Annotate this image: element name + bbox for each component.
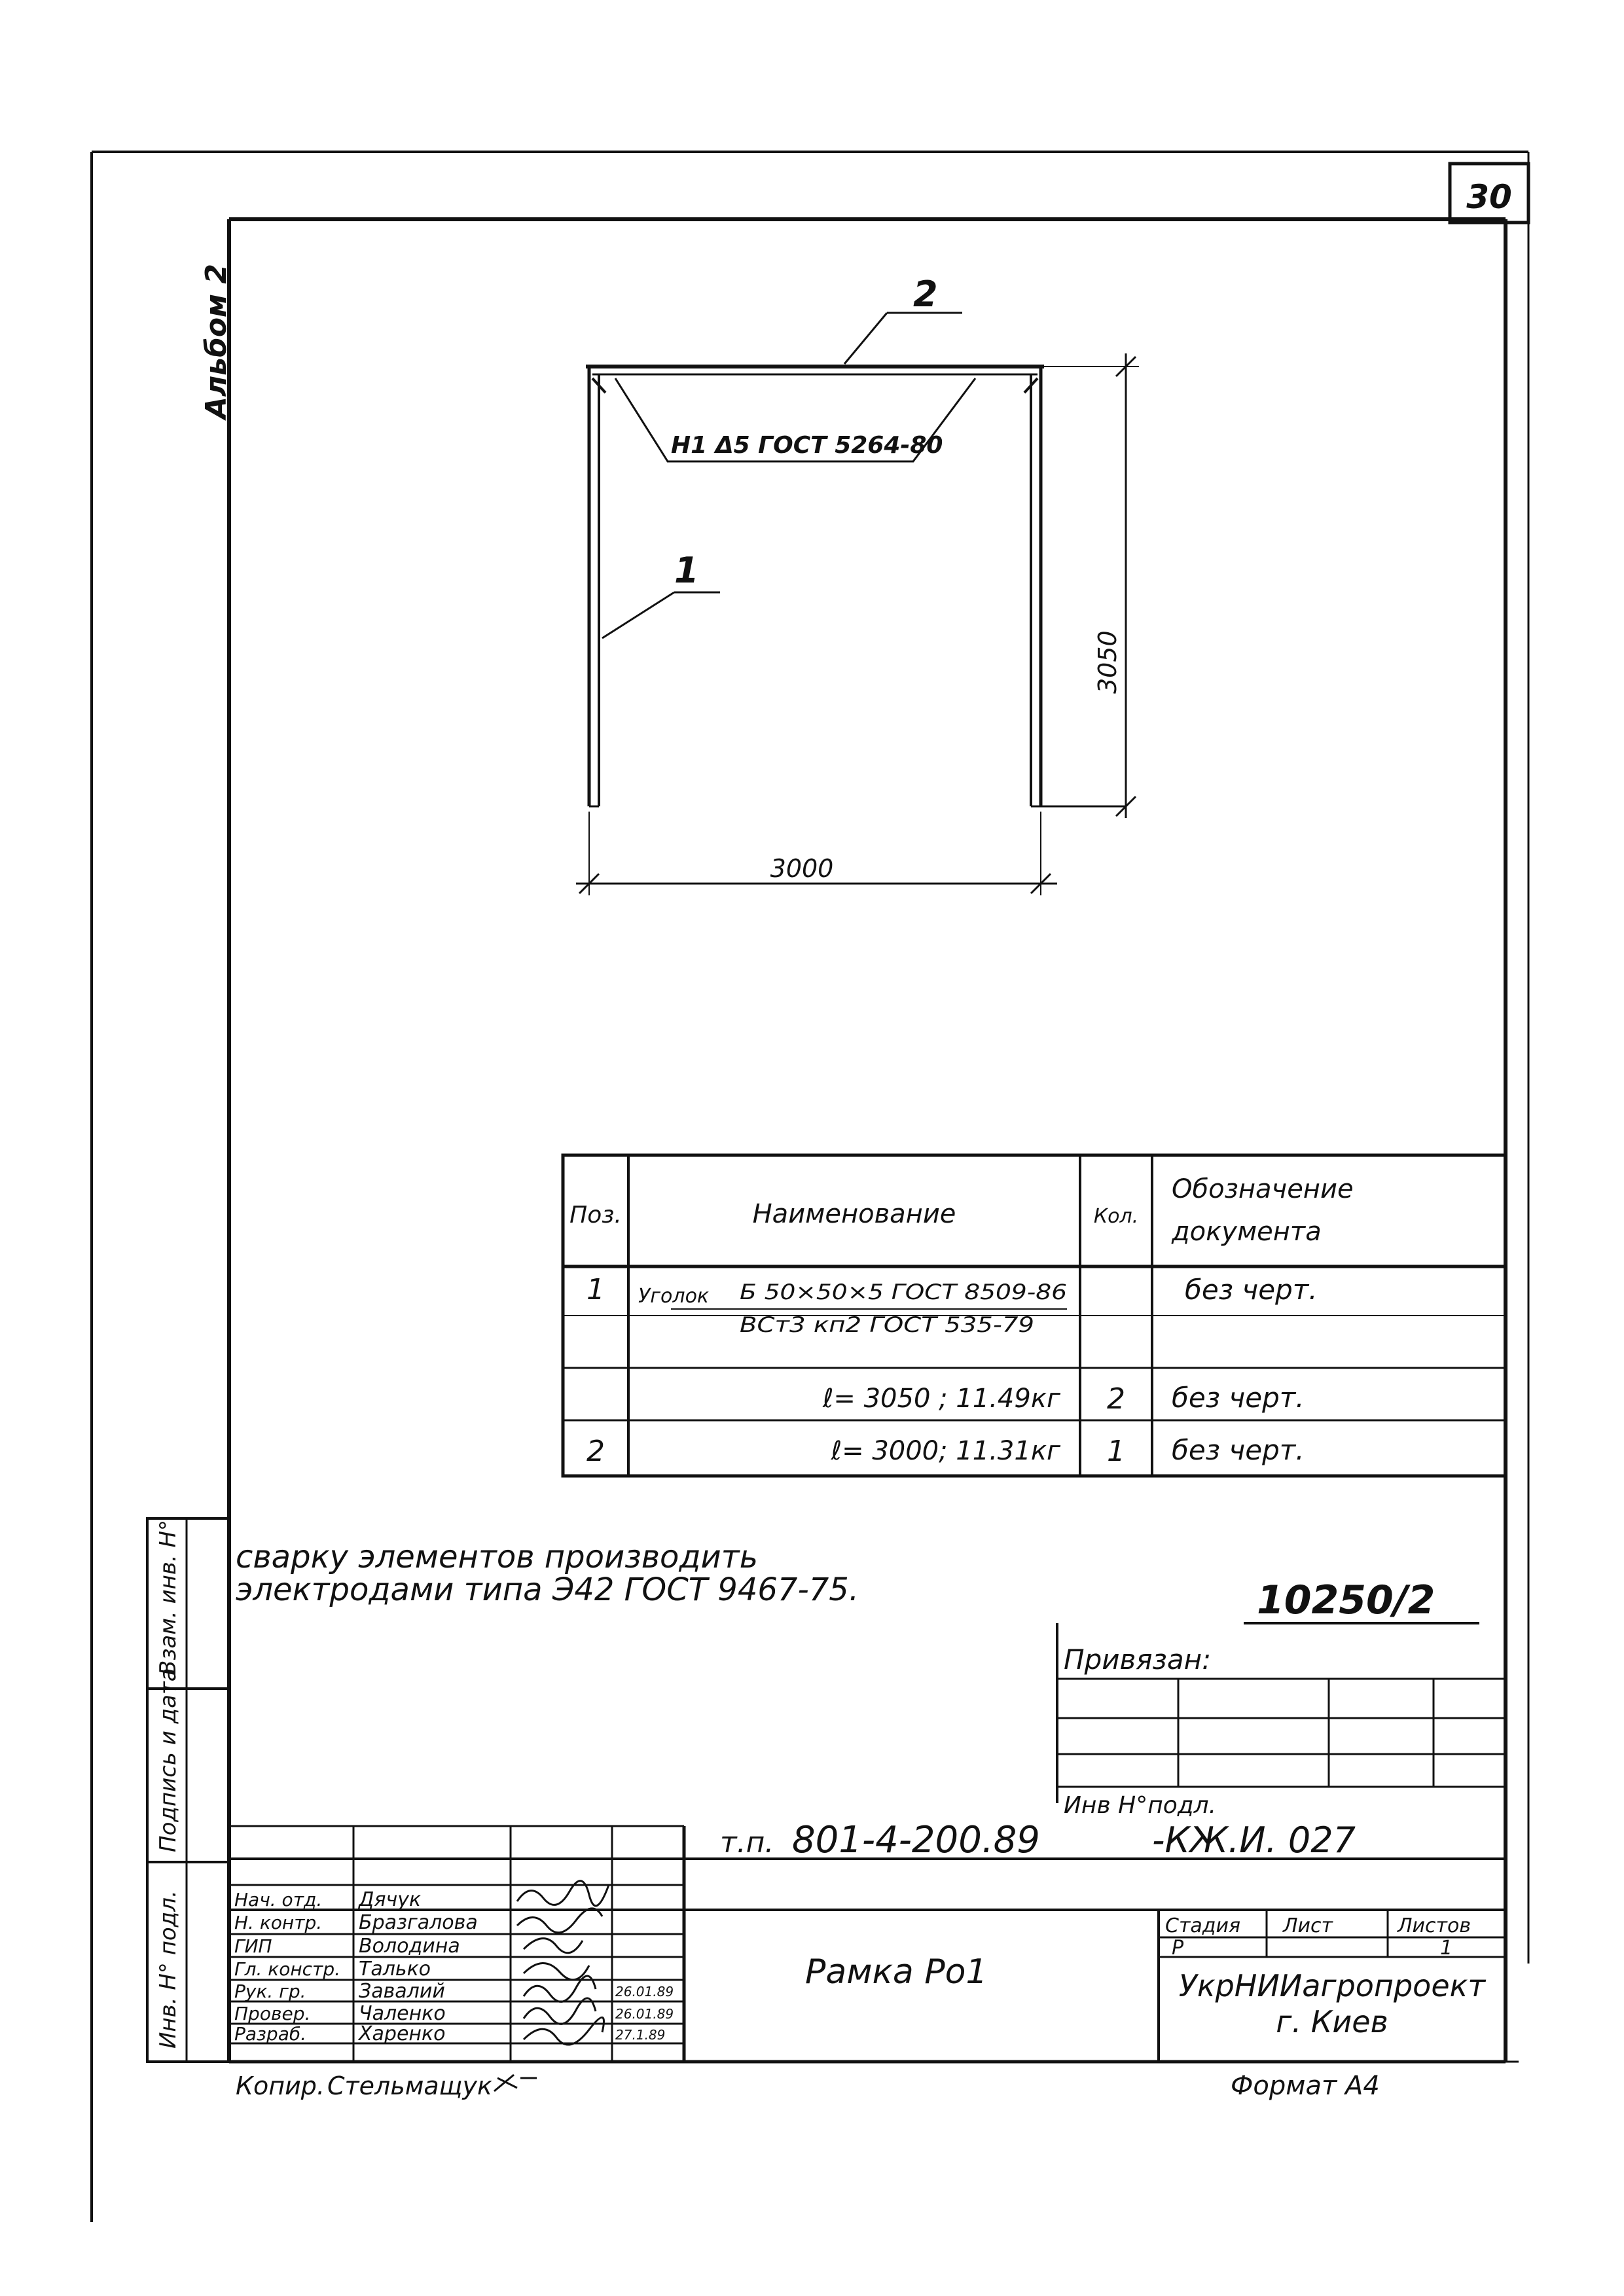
privyazan-block (1056, 1623, 1506, 1803)
side-podpis: Подпись и дата (155, 1668, 181, 1852)
designation-suffix: -КЖ.И. 027 (1152, 1820, 1356, 1861)
date-5: 26.01.89 (615, 1984, 674, 2000)
stage-label: Стадия (1165, 1914, 1240, 1937)
organization-line-1: УкрНИИагропроект (1179, 1968, 1487, 2003)
side-stamp (146, 1517, 230, 2063)
role-7: Разраб. (234, 2023, 306, 2045)
designation-prefix: т.п. (720, 1826, 774, 1859)
spec-row-4-name: ℓ= 3000; 11.31кг (831, 1436, 1061, 1466)
name-4: Талько (359, 1958, 431, 1981)
spec-row-4-doc: без черт. (1172, 1434, 1305, 1466)
spec-row-1-name-top: Б 50×50×5 ГОСТ 8509-86 (740, 1280, 1067, 1304)
side-inv: Инв. Н° подл. (155, 1890, 181, 2049)
role-1: Нач. отд. (234, 1889, 322, 1910)
spec-header-pos: Поз. (569, 1202, 622, 1229)
spec-row-1-doc: без черт. (1185, 1274, 1318, 1306)
sheets-value: 1 (1440, 1937, 1453, 1960)
spec-row-4-qty: 1 (1107, 1435, 1125, 1468)
spec-row-3-qty: 2 (1107, 1382, 1125, 1416)
copy-name: Стельмащук (327, 2072, 492, 2100)
spec-row-4-pos: 2 (586, 1435, 605, 1468)
organization-line-2: г. Киев (1276, 2004, 1388, 2039)
spec-header-doc-2: документа (1171, 1217, 1322, 1247)
designation-number: 801-4-200.89 (792, 1819, 1040, 1861)
signatures (516, 1880, 610, 2046)
date-7: 27.1.89 (615, 2027, 665, 2043)
spec-header-name: Наименование (753, 1199, 956, 1229)
title-block-names: Дячук Бразгалова Володина Талько Завалий… (357, 1888, 478, 2045)
side-vzam: Взам. инв. Н° (155, 1520, 181, 1676)
spec-header-doc-1: Обозначение (1172, 1174, 1354, 1204)
date-6: 26.01.89 (615, 2006, 674, 2022)
note-line-1: сварку элементов производить (236, 1539, 758, 1575)
copy-signature (494, 2073, 537, 2092)
role-2: Н. контр. (234, 1912, 322, 1933)
sheet-number: 30 (1466, 178, 1512, 216)
inv-podl-label: Инв Н°подл. (1064, 1792, 1216, 1819)
role-4: Гл. констр. (234, 1958, 340, 1980)
title-block-roles: Нач. отд. Н. контр. ГИП Гл. констр. Рук.… (234, 1889, 340, 2045)
weld-note: Н1 Δ5 ГОСТ 5264-80 (671, 432, 943, 459)
sheet-number-box: 30 (1448, 162, 1530, 224)
name-7: Харенко (357, 2022, 446, 2045)
name-6: Чаленко (359, 2002, 446, 2025)
position-1-label: 1 (674, 550, 699, 591)
spec-row-1-name-bottom: ВСт3 кп2 ГОСТ 535-79 (740, 1312, 1034, 1337)
spec-row-3-doc: без черт. (1172, 1382, 1305, 1414)
project-number: 10250/2 (1257, 1577, 1435, 1623)
dimension-height: 3050 (1093, 630, 1122, 694)
role-5: Рук. гр. (234, 1981, 306, 2002)
title-block-grid (229, 1825, 1506, 2064)
privyazan-label: Привязан: (1064, 1643, 1211, 1676)
dimension-width: 3000 (770, 854, 834, 883)
spec-row-1-pos: 1 (586, 1273, 605, 1306)
spec-row-1-prefix: Уголок (638, 1285, 709, 1308)
drawing-title: Рамка Ро1 (805, 1952, 988, 1992)
note-line-2: электродами типа Э42 ГОСТ 9467-75. (236, 1571, 859, 1608)
name-3: Володина (359, 1935, 460, 1958)
spec-row-3-name: ℓ= 3050 ; 11.49кг (822, 1384, 1061, 1414)
role-6: Провер. (234, 2003, 310, 2024)
name-5: Завалий (359, 1980, 445, 2003)
spec-header-qty: Кол. (1094, 1205, 1138, 1228)
stage-value: Р (1172, 1937, 1184, 1960)
frame-drawing (576, 312, 1139, 895)
format-label: Формат А4 (1231, 2071, 1380, 2101)
sheets-label: Листов (1397, 1914, 1471, 1937)
position-2-label: 2 (913, 274, 938, 315)
name-2: Бразгалова (359, 1911, 478, 1934)
sheet-label: Лист (1282, 1914, 1334, 1937)
copy-label: Копир. (236, 2072, 325, 2100)
name-1: Дячук (357, 1888, 421, 1911)
role-3: ГИП (234, 1935, 272, 1957)
spec-table (561, 1153, 1507, 1478)
album-label: Альбом 2 (200, 264, 233, 421)
title-block-dates: 26.01.89 26.01.89 27.1.89 (615, 1984, 674, 2043)
